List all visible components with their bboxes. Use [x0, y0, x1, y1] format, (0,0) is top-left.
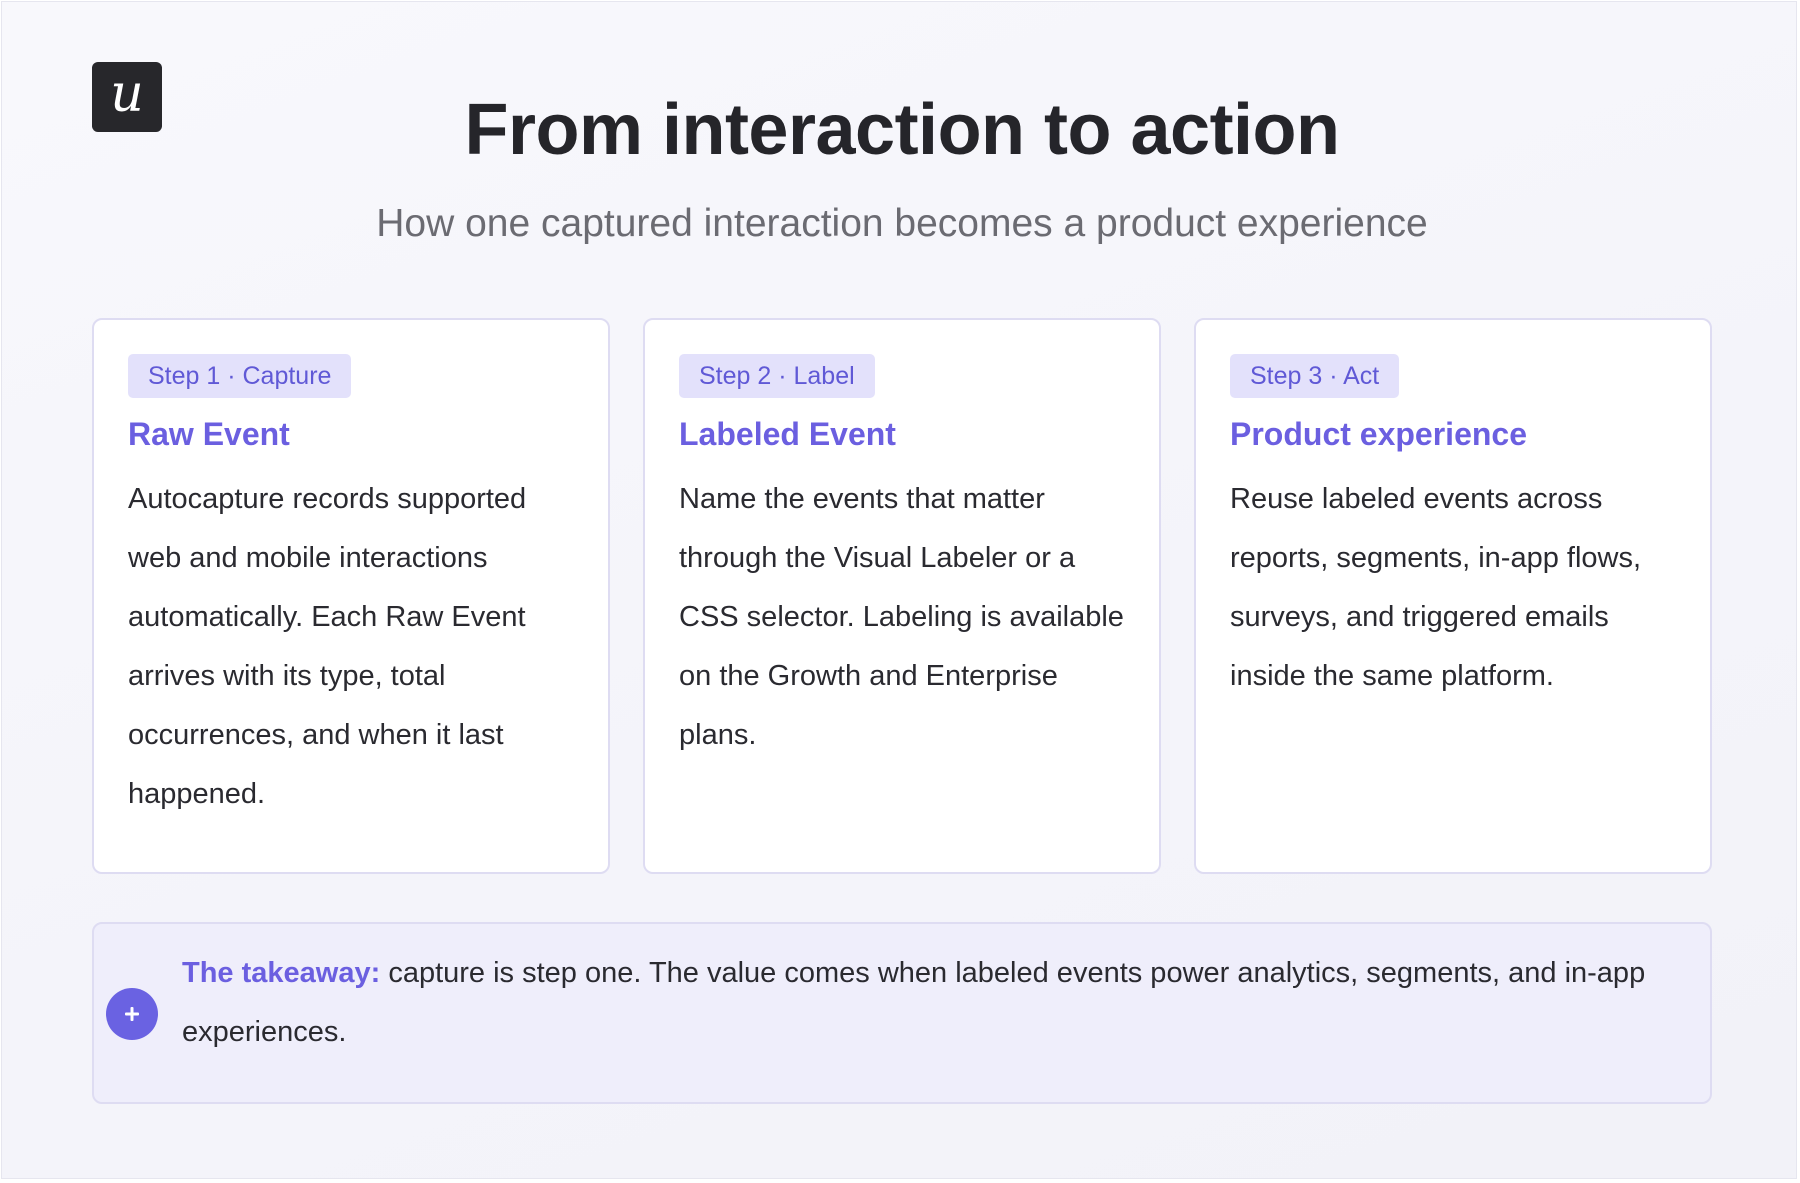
step-card-act: Step 3 · Act Product experience Reuse la…: [1194, 318, 1712, 874]
plus-icon: [106, 988, 158, 1040]
takeaway-callout: The takeaway: capture is step one. The v…: [92, 922, 1712, 1104]
step-description: Autocapture records supported web and mo…: [128, 483, 527, 810]
takeaway-text: The takeaway: capture is step one. The v…: [182, 944, 1682, 1062]
brand-logo: u: [92, 62, 162, 132]
step-tag: Step 2 · Label: [679, 354, 875, 398]
step-tag: Step 1 · Capture: [128, 354, 352, 398]
step-description: Name the events that matter through the …: [679, 483, 1124, 751]
step-card-capture: Step 1 · Capture Raw Event Autocapture r…: [92, 318, 610, 874]
page-subtitle: How one captured interaction becomes a p…: [376, 202, 1428, 245]
step-tag: Step 3 · Act: [1230, 354, 1400, 398]
page-title: From interaction to action: [464, 90, 1340, 170]
takeaway-body: capture is step one. The value comes whe…: [182, 957, 1646, 1048]
step-title: Raw Event: [128, 416, 290, 452]
step-title: Labeled Event: [679, 416, 896, 452]
step-card-label: Step 2 · Label Labeled Event Name the ev…: [643, 318, 1161, 874]
logo-letter: u: [110, 64, 144, 124]
step-cards: Step 1 · Capture Raw Event Autocapture r…: [92, 318, 1712, 874]
step-description: Reuse labeled events across reports, seg…: [1230, 483, 1642, 692]
takeaway-lead: The takeaway:: [182, 957, 381, 989]
step-title: Product experience: [1230, 416, 1527, 452]
